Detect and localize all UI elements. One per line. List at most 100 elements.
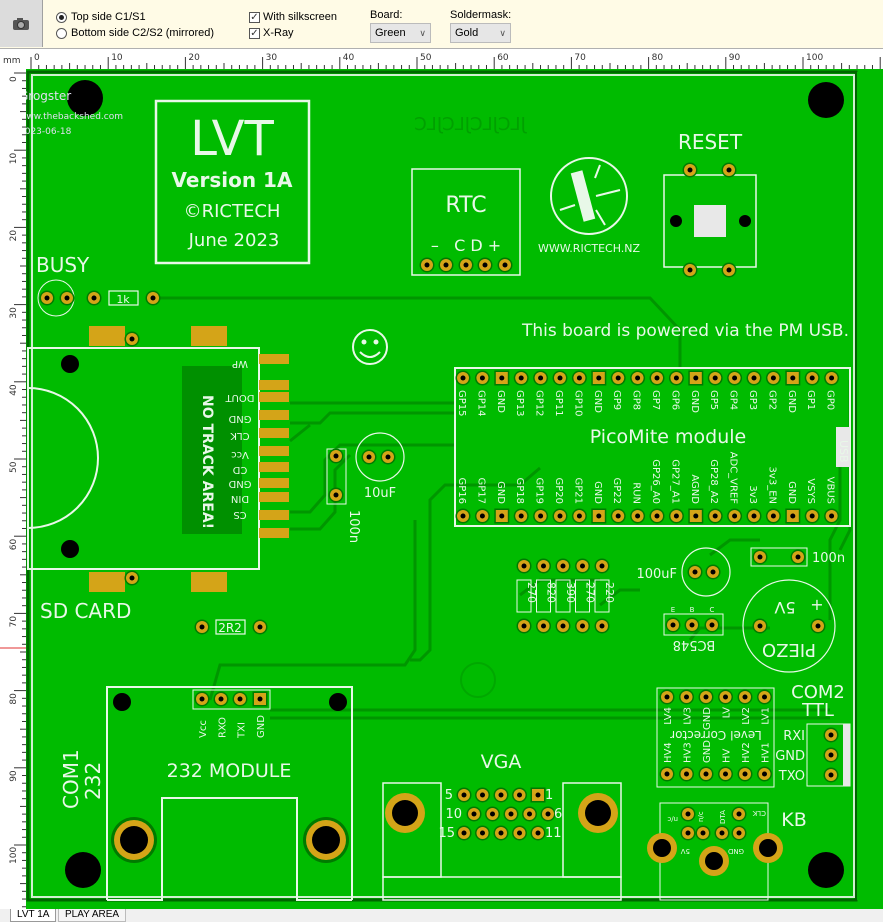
hv-pad [698, 766, 714, 782]
sd-contact-pad [259, 492, 289, 502]
picomite-top-pad [668, 370, 684, 386]
com1-pin-label: TXI [237, 722, 248, 739]
picomite-bottom-pin-label: GP16 [456, 477, 467, 504]
picomite-bottom-pad [455, 508, 471, 524]
layer-tabs: LVT 1A PLAY AREA [0, 909, 883, 922]
picomite-bottom-pad [727, 508, 743, 524]
board-date: June 2023 [188, 230, 280, 251]
transistor-pin-c: C [710, 606, 715, 614]
picomite-bottom-pin-label: 3v3 [747, 485, 758, 504]
resistor-2r2-label: 2R2 [218, 621, 242, 635]
picomite-top-pad [571, 370, 587, 386]
sd-contact-pad [259, 510, 289, 520]
mount-hole-bl [65, 852, 101, 888]
picomite-top-pin-label: GP4 [728, 390, 739, 410]
picomite-bottom-pin-label: ADC_VREF [728, 452, 739, 505]
sd-card-label: SD CARD [40, 599, 131, 623]
ruler-left-label: 0 [9, 76, 19, 82]
sd-pin-label: GND [228, 478, 251, 489]
mount-hole-tr [808, 82, 844, 118]
vga-pad [475, 825, 490, 841]
picomite-top-pad [727, 370, 743, 386]
com2-ttl-label: TTL [801, 700, 834, 721]
bottom-side-radio[interactable]: Bottom side C2/S2 (mirrored) [56, 27, 214, 39]
radio-indicator[interactable] [56, 27, 67, 39]
rtc-outline [411, 168, 521, 276]
picomite-top-pad [552, 370, 568, 386]
picomite-bottom-pin-label: GP27_A1 [669, 459, 680, 504]
resistor-pad [575, 618, 590, 634]
checkbox-indicator[interactable]: ✓ [249, 11, 260, 23]
logo-url: WWW.RICTECH.NZ [538, 242, 641, 255]
resistor-1k-label: 1k [116, 293, 130, 306]
vga-label: VGA [481, 751, 522, 773]
chevron-down-icon: ∨ [419, 28, 426, 38]
hv-pin-label: HV [722, 748, 733, 763]
picomite-top-pin-label: GND [592, 390, 603, 413]
cap-10uf-label: 10uF [364, 486, 396, 501]
resistor-value: 820 [545, 582, 558, 603]
picomite-top-pin-label: GP5 [708, 390, 719, 410]
tab-lvt-1a[interactable]: LVT 1A [10, 909, 57, 922]
top-side-radio[interactable]: Top side C1/S1 [56, 11, 146, 23]
picomite-bottom-pin-label: GP28_A2 [708, 459, 719, 504]
lv-pad [718, 689, 733, 705]
picomite-bottom-pad [571, 508, 587, 524]
resistor-pad [555, 558, 571, 574]
rtc-label: RTC [445, 193, 486, 218]
xray-checkbox[interactable]: ✓ X-Ray [249, 27, 294, 39]
com2-label: COM2 [791, 682, 845, 703]
picomite-top-pad [630, 370, 646, 386]
picomite-top-pad [474, 370, 490, 386]
picomite-top-pin-label: GP7 [650, 390, 661, 410]
xray-label: X-Ray [263, 27, 294, 39]
title-box [154, 99, 311, 265]
vga-pin-11: 11 [545, 826, 562, 841]
lv-pad [757, 689, 772, 705]
picomite-top-pin-label: GP2 [766, 390, 777, 410]
board-color-select[interactable]: Green ∨ [370, 23, 431, 43]
vga-pad [456, 787, 472, 803]
resistor-value: 390 [564, 582, 577, 603]
reset-label: RESET [678, 130, 743, 154]
picomite-top-pad [785, 370, 801, 386]
com1-label: COM1 [59, 749, 83, 809]
picomite-bottom-pin-label: 3v3_EN [766, 467, 777, 504]
screenshot-button[interactable] [0, 0, 43, 47]
lv-pin-label: LV [722, 707, 733, 718]
busy-label: BUSY [36, 253, 90, 277]
transistor-label: BC548 [673, 637, 716, 652]
tab-play-area[interactable]: PLAY AREA [58, 909, 127, 922]
hv-pad [737, 766, 753, 782]
picomite-bottom-pin-label: VBUS [825, 477, 836, 504]
silkscreen-checkbox[interactable]: ✓ With silkscreen [249, 11, 337, 23]
resistor-pad [536, 618, 551, 634]
smiley-icon [352, 329, 388, 365]
sd-pin-label: DIN [231, 493, 249, 504]
picomite-top-pad [707, 370, 723, 386]
picomite-bottom-pin-label: GP21 [572, 477, 583, 504]
radio-indicator[interactable] [56, 11, 67, 23]
tab-label: PLAY AREA [65, 909, 120, 920]
soldermask-select[interactable]: Gold ∨ [450, 23, 511, 43]
lv-pin-label: LV3 [683, 707, 694, 725]
picomite-bottom-pad [785, 508, 801, 524]
sd-pin-label: GND [228, 413, 251, 424]
board-version: Version 1A [172, 168, 293, 192]
hv-pin-label: GND [702, 740, 713, 763]
vga-pad [512, 825, 527, 841]
picomite-top-pin-label: GP12 [534, 390, 545, 417]
picomite-top-pad [455, 370, 471, 386]
picomite-top-pin-label: GP10 [572, 390, 583, 417]
checkbox-indicator[interactable]: ✓ [249, 27, 260, 39]
com1-pin-label: GND [256, 715, 267, 738]
cap-100n-a-label: 100n [346, 510, 361, 543]
picomite-bottom-pad [746, 508, 762, 524]
reset-button[interactable] [694, 205, 726, 237]
picomite-top-pad [591, 370, 607, 386]
picomite-top-pad [494, 370, 510, 386]
sd-contact-pad [259, 528, 289, 538]
silkscreen-label: With silkscreen [263, 11, 337, 23]
